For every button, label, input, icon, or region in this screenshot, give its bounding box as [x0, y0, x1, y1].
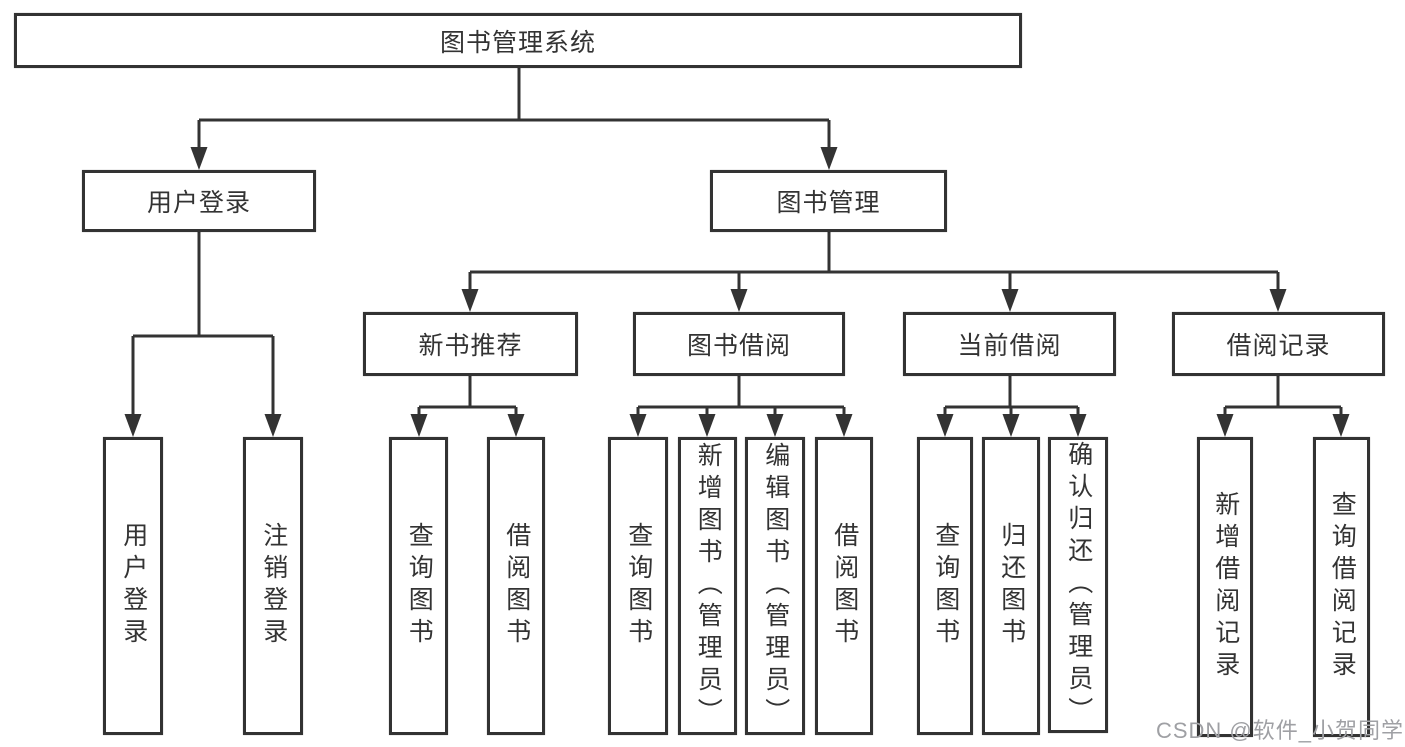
node-label: 用户登录: [119, 522, 148, 650]
arrowhead-icon: [410, 414, 428, 437]
node-leaf-query-books-current: 查询图书: [917, 437, 973, 735]
node-user-login-branch: 用户登录: [82, 170, 316, 232]
edge-root-to-level2: [190, 68, 838, 170]
arrowhead-icon: [698, 414, 716, 437]
edge-new-book-rec-to-leaves: [410, 376, 525, 437]
arrowhead-icon: [190, 147, 208, 170]
node-label: 借阅图书: [830, 522, 859, 650]
connector-line: [468, 232, 1280, 291]
arrowhead-icon: [124, 414, 142, 437]
node-leaf-borrow-books: 借阅图书: [815, 437, 873, 735]
connector-line: [943, 376, 1080, 416]
node-book-borrow: 图书借阅: [633, 312, 845, 376]
node-current-borrow: 当前借阅: [903, 312, 1116, 376]
node-label: 当前借阅: [957, 332, 1062, 360]
arrowhead-icon: [1216, 414, 1234, 437]
node-label: 用户登录: [146, 189, 251, 217]
csdn-watermark: CSDN @软件_小贺同学: [1155, 718, 1404, 743]
node-label: 编辑图书（管理员）: [761, 442, 790, 730]
node-label: 归还图书: [997, 522, 1026, 650]
node-borrow-records: 借阅记录: [1172, 312, 1385, 376]
arrowhead-icon: [1001, 289, 1019, 312]
arrowhead-icon: [1332, 414, 1350, 437]
node-root: 图书管理系统: [14, 13, 1022, 68]
node-label: 图书管理: [776, 189, 881, 217]
node-leaf-borrow-books-rec: 借阅图书: [487, 437, 545, 735]
node-leaf-add-book-admin: 新增图书（管理员）: [678, 437, 737, 735]
edge-user-login-to-leaves: [124, 232, 282, 437]
node-leaf-edit-book-admin: 编辑图书（管理员）: [745, 437, 805, 735]
node-root-label: 图书管理系统: [439, 28, 596, 57]
node-new-book-recommend: 新书推荐: [363, 312, 578, 376]
arrowhead-icon: [936, 414, 954, 437]
edge-book-borrow-to-leaves: [629, 376, 853, 437]
node-label: 借阅记录: [1226, 332, 1331, 360]
node-leaf-query-books-rec: 查询图书: [389, 437, 448, 735]
node-label: 新增借阅记录: [1211, 491, 1240, 683]
node-leaf-confirm-return-admin: 确认归还（管理员）: [1048, 437, 1108, 733]
node-label: 确认归还（管理员）: [1064, 441, 1093, 729]
node-label: 查询图书: [405, 522, 434, 650]
edge-book-mgmt-to-modules: [461, 232, 1287, 312]
connector-line: [1223, 376, 1343, 416]
node-label: 查询借阅记录: [1328, 491, 1357, 683]
node-leaf-user-login: 用户登录: [103, 437, 163, 735]
node-label: 新书推荐: [418, 332, 523, 360]
edge-current-borrow-to-leaves: [936, 376, 1087, 437]
connector-line: [197, 68, 831, 149]
arrowhead-icon: [264, 414, 282, 437]
arrowhead-icon: [461, 289, 479, 312]
arrowhead-icon: [629, 414, 647, 437]
connector-line: [636, 376, 846, 416]
arrowhead-icon: [1069, 414, 1087, 437]
node-leaf-add-borrow-record: 新增借阅记录: [1197, 437, 1253, 737]
arrowhead-icon: [835, 414, 853, 437]
node-label: 注销登录: [259, 522, 288, 650]
connector-line: [131, 232, 275, 416]
node-label: 借阅图书: [502, 522, 531, 650]
node-leaf-query-borrow-record: 查询借阅记录: [1313, 437, 1370, 737]
edge-borrow-records-to-leaves: [1216, 376, 1350, 437]
node-label: 查询图书: [931, 522, 960, 650]
arrowhead-icon: [507, 414, 525, 437]
arrowhead-icon: [766, 414, 784, 437]
arrowhead-icon: [1002, 414, 1020, 437]
node-book-mgmt-branch: 图书管理: [710, 170, 947, 232]
node-leaf-query-books-borrow: 查询图书: [608, 437, 668, 735]
arrowhead-icon: [820, 147, 838, 170]
node-label: 新增图书（管理员）: [694, 442, 723, 730]
node-label: 图书借阅: [686, 332, 791, 360]
node-label: 查询图书: [624, 522, 653, 650]
connector-line: [417, 376, 518, 416]
node-leaf-return-book: 归还图书: [982, 437, 1040, 735]
arrowhead-icon: [730, 289, 748, 312]
node-leaf-logout: 注销登录: [243, 437, 303, 735]
arrowhead-icon: [1269, 289, 1287, 312]
